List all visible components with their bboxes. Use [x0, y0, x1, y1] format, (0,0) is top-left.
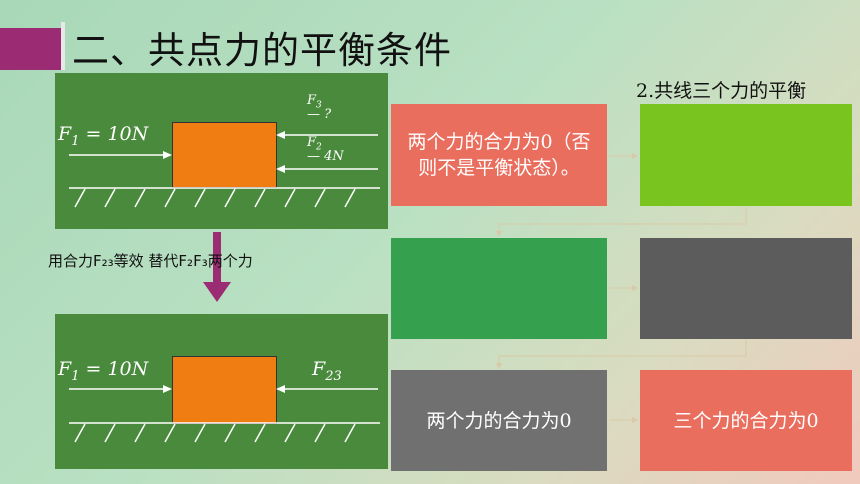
flow-box-two-force: 两个力的合力为0（否则不是平衡状态）。	[391, 104, 607, 206]
title-separator	[61, 22, 65, 70]
f1-label: F1 = 10N	[58, 358, 149, 384]
bottom-force-diagram: F1 = 10N F23	[55, 314, 388, 469]
f3-value: — ?	[307, 107, 332, 122]
flow-box-green	[391, 238, 607, 339]
down-arrow-icon	[203, 232, 231, 302]
f3-label: F3	[307, 93, 322, 111]
section-subtitle: 2.共线三个力的平衡	[636, 80, 807, 102]
replacement-note: 用合力F₂₃等效 替代F₂F₃两个力	[48, 252, 253, 270]
f2-label: F2	[307, 135, 322, 153]
block	[172, 122, 277, 188]
title-accent-bar	[0, 28, 62, 70]
block	[172, 356, 277, 424]
f1-label: F1 = 10N	[58, 123, 149, 149]
flow-box-two-force-zero: 两个力的合力为0	[391, 370, 607, 471]
ground-hatch	[69, 131, 380, 208]
f23-label: F23	[312, 358, 342, 384]
flow-box-lime	[640, 104, 852, 206]
f2-value: — 4N	[307, 149, 344, 164]
top-force-diagram: F1 = 10N F3 — ? F2 — 4N	[55, 73, 388, 229]
ground-hatch	[69, 385, 380, 443]
flow-box-dark-gray	[640, 238, 852, 339]
page-title: 二、共点力的平衡条件	[72, 29, 452, 72]
flow-box-three-force-zero: 三个力的合力为0	[640, 370, 852, 471]
